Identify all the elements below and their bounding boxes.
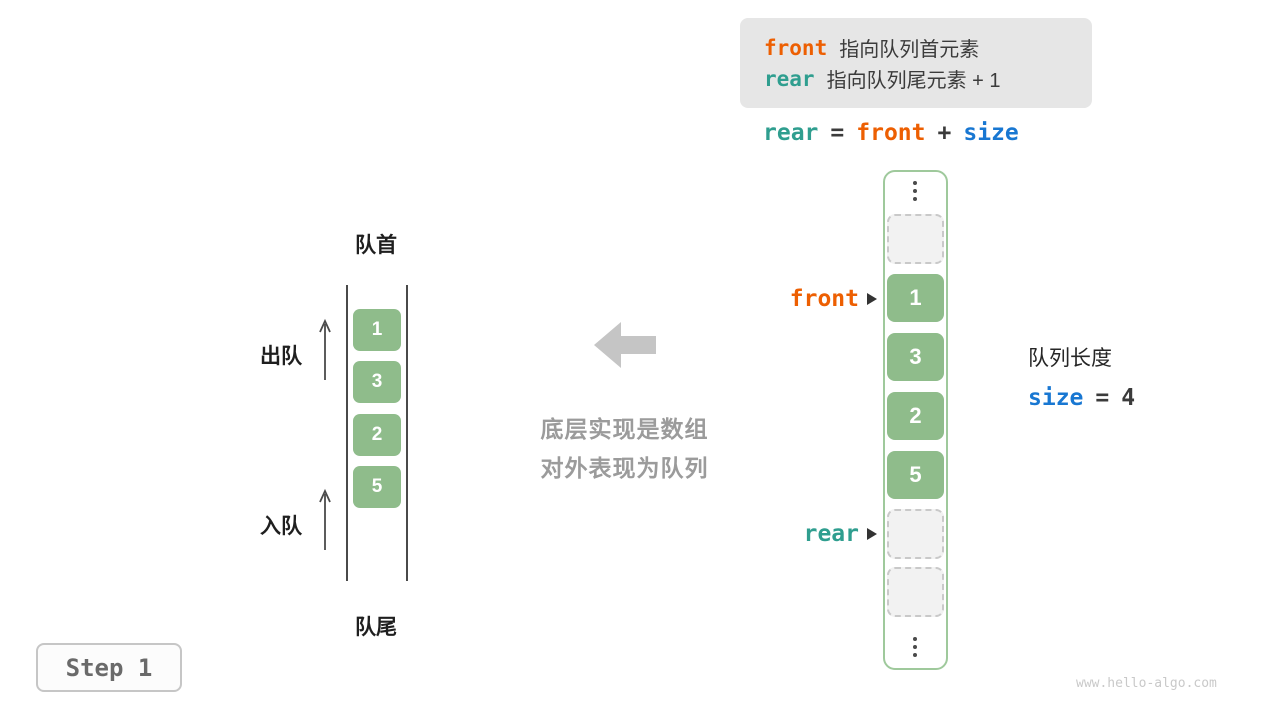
array-cell: 2	[887, 392, 944, 440]
legend-line-front: front 指向队列首元素	[764, 33, 1068, 62]
rear-description: 指向队列尾元素 + 1	[826, 70, 1001, 92]
rear-pointer-label: rear	[803, 521, 859, 547]
array-cell-empty	[887, 567, 944, 617]
vertical-ellipsis-bottom-icon	[913, 637, 917, 657]
enqueue-label: 入队	[260, 515, 302, 538]
step-badge: Step 1	[36, 643, 182, 692]
array-cell: 3	[887, 333, 944, 381]
queue-cell: 5	[353, 466, 401, 508]
front-pointer-arrow-icon	[867, 293, 877, 305]
formula-size: size	[963, 120, 1019, 146]
array-cell-empty	[887, 509, 944, 559]
rear-pointer-arrow-icon	[867, 528, 877, 540]
formula-rear: rear	[763, 120, 819, 146]
queue-length-info: 队列长度 size = 4	[1028, 342, 1135, 411]
size-equals: =	[1095, 385, 1110, 411]
queue-length-title: 队列长度	[1028, 347, 1112, 370]
queue-cell: 1	[353, 309, 401, 351]
array-cell-empty	[887, 214, 944, 264]
size-value: 4	[1121, 385, 1136, 411]
formula-equals: =	[830, 120, 845, 146]
dequeue-arrow-icon	[319, 318, 331, 380]
rear-formula: rear = front + size	[763, 120, 1019, 146]
rear-keyword: rear	[764, 66, 815, 91]
queue-cell: 3	[353, 361, 401, 403]
queue-left-wall	[346, 285, 348, 581]
dequeue-label: 出队	[260, 345, 302, 368]
formula-plus: +	[937, 120, 952, 146]
array-cell: 5	[887, 451, 944, 499]
front-pointer: front	[700, 284, 877, 314]
vertical-ellipsis-top-icon	[913, 181, 917, 201]
queue-front-label: 队首	[355, 234, 397, 257]
queue-rear-label: 队尾	[355, 616, 397, 639]
front-description: 指向队列首元素	[839, 39, 980, 61]
rear-pointer: rear	[700, 519, 877, 549]
caption-line-2: 对外表现为队列	[540, 455, 709, 481]
watermark: www.hello-algo.com	[1076, 676, 1217, 691]
size-equation: size = 4	[1028, 385, 1135, 411]
enqueue-arrow-icon	[319, 488, 331, 550]
implementation-caption: 底层实现是数组 对外表现为队列	[497, 410, 752, 488]
queue-right-wall	[406, 285, 408, 581]
left-block-arrow-icon	[594, 322, 656, 368]
caption-line-1: 底层实现是数组	[540, 416, 709, 442]
front-keyword: front	[764, 35, 828, 60]
queue-cell: 2	[353, 414, 401, 456]
front-pointer-label: front	[789, 286, 859, 312]
size-keyword: size	[1028, 385, 1084, 411]
formula-front: front	[856, 120, 926, 146]
legend-line-rear: rear 指向队列尾元素 + 1	[764, 64, 1068, 93]
array-cell: 1	[887, 274, 944, 322]
pointer-legend: front 指向队列首元素 rear 指向队列尾元素 + 1	[740, 18, 1092, 108]
